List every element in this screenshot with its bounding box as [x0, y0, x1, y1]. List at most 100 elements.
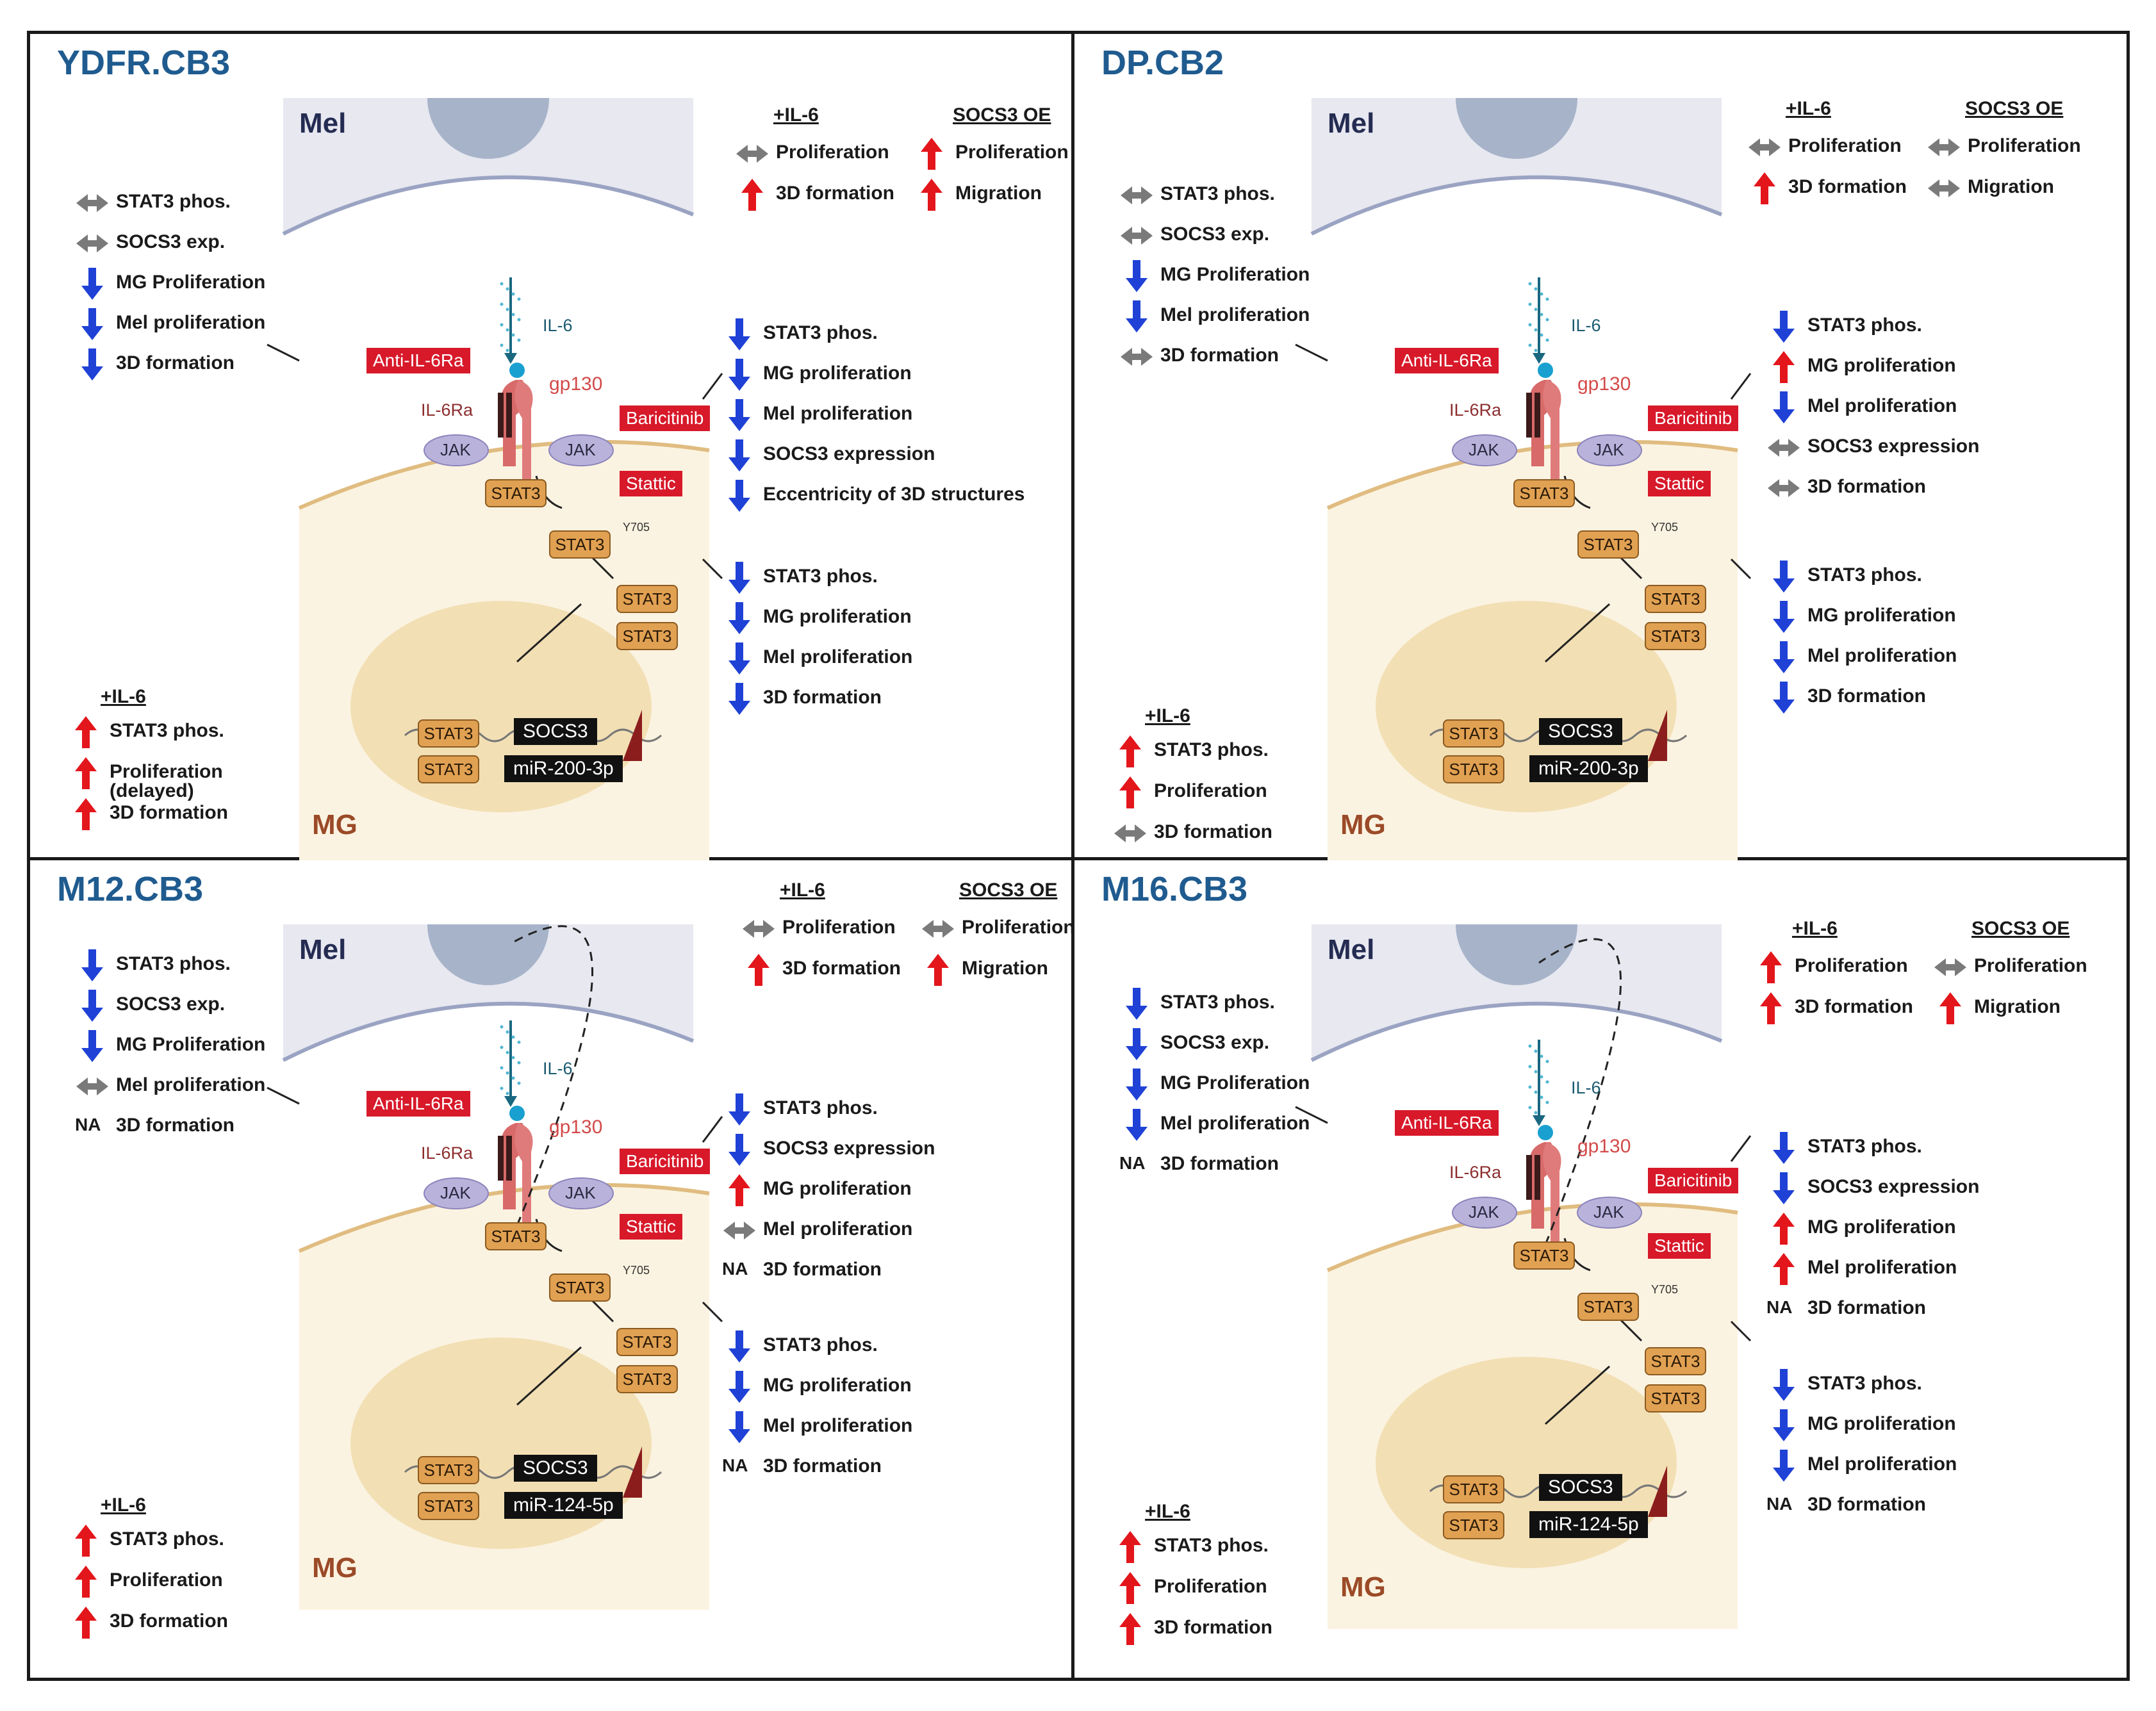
up-arrow-icon — [1773, 1213, 1795, 1245]
il6-dot — [506, 1030, 509, 1034]
il6-arrowhead — [504, 353, 517, 364]
effect-label: Proliferation — [1154, 1576, 1267, 1597]
down-arrow-icon — [1773, 391, 1795, 423]
melanocyte-membrane — [282, 175, 695, 236]
il6-header: +IL-6 — [773, 104, 819, 126]
double-arrow-icon — [1928, 138, 1960, 156]
il6-dot — [517, 318, 521, 322]
effect-label: MG proliferation — [763, 1178, 912, 1199]
stat3-box: STAT3 — [616, 1365, 678, 1393]
stat3-box: STAT3 — [1577, 1293, 1639, 1321]
effect-label: Mel proliferation — [1807, 1453, 1957, 1475]
down-arrow-icon — [728, 399, 750, 431]
il6-dot — [500, 1086, 504, 1090]
down-arrow-icon — [1126, 1028, 1148, 1060]
il6-dot — [506, 1092, 509, 1095]
melanocyte-cell — [1312, 924, 1722, 1059]
up-arrow-icon — [1119, 735, 1141, 767]
melanocyte-membrane — [1310, 1001, 1723, 1062]
melanocyte-nucleus — [427, 98, 549, 159]
effect-label: Proliferation — [782, 917, 896, 938]
il6-dot — [1545, 1080, 1549, 1084]
mir-label: miR-200-3p — [504, 755, 623, 782]
up-arrow-icon — [1119, 1531, 1141, 1563]
effect-label: MG proliferation — [1807, 355, 1956, 376]
bari-callout — [1730, 1135, 1752, 1162]
socs3-gene-label: SOCS3 — [514, 1455, 597, 1482]
il6-dot — [1528, 302, 1532, 306]
effect-label: 3D formation — [1795, 996, 1914, 1017]
mg-label: MG — [312, 1552, 358, 1584]
effect-label: STAT3 phos. — [763, 322, 878, 343]
effect-label: 3D formation — [116, 1115, 235, 1136]
melanocyte-nucleus — [1456, 924, 1577, 985]
il6-dot — [506, 1051, 509, 1054]
double-arrow-icon — [1928, 179, 1960, 197]
stat3-box: STAT3 — [418, 1492, 479, 1520]
effect-label: STAT3 phos. — [763, 1334, 878, 1355]
baricitinib-label: Baricitinib — [620, 405, 711, 431]
il6-arrowhead — [504, 1096, 517, 1107]
expression-triangle — [623, 710, 642, 761]
effect-label: STAT3 phos. — [1160, 183, 1275, 204]
pathway-diagram — [1295, 924, 1752, 1629]
effect-label: STAT3 phos. — [110, 1528, 224, 1550]
double-arrow-icon — [76, 1077, 108, 1095]
double-arrow-icon — [1121, 227, 1153, 245]
down-arrow-icon — [728, 1093, 750, 1126]
il6-dot — [1528, 1106, 1532, 1109]
double-arrow-icon — [1121, 348, 1153, 366]
stattic-callout — [702, 1301, 723, 1323]
effect-label: 3D formation — [1807, 1494, 1927, 1515]
up-arrow-icon — [1773, 351, 1795, 383]
il6-arrowhead — [1533, 353, 1545, 364]
il6-dot — [500, 1066, 504, 1070]
down-arrow-icon — [728, 1371, 750, 1403]
stattic-callout — [1730, 1320, 1752, 1342]
il6ra-label: IL-6Ra — [1449, 400, 1502, 420]
il6-dot — [1545, 338, 1549, 342]
effect-label: 3D formation — [1154, 1617, 1273, 1638]
up-arrow-icon — [75, 798, 97, 830]
down-arrow-icon — [1773, 641, 1795, 673]
jak-right — [548, 434, 614, 466]
stat3-box: STAT3 — [549, 1273, 611, 1302]
il6-dot — [1540, 1075, 1543, 1079]
down-arrow-icon — [81, 308, 103, 340]
up-arrow-icon — [741, 179, 763, 211]
double-arrow-icon — [922, 920, 954, 938]
stat3-box: STAT3 — [1645, 1384, 1706, 1412]
stat3-box: STAT3 — [1443, 755, 1504, 783]
il6-ligand — [509, 363, 525, 378]
effect-label: Proliferation — [110, 1569, 223, 1591]
up-arrow-icon — [1760, 992, 1782, 1024]
effect-label: Mel proliferation — [763, 403, 913, 424]
anti-il6ra-label: Anti-IL-6Ra — [366, 1091, 470, 1117]
up-arrow-icon — [1939, 992, 1961, 1024]
jak-left — [1452, 434, 1517, 466]
double-arrow-icon — [1121, 186, 1153, 204]
down-arrow-icon — [1126, 300, 1148, 332]
down-arrow-icon — [1773, 1369, 1795, 1401]
il6-label: IL-6 — [1571, 1078, 1601, 1097]
il6-dot — [506, 348, 509, 352]
il6ra-bar-b — [506, 393, 512, 438]
il6-dot — [1545, 297, 1549, 301]
double-arrow-icon — [1749, 138, 1781, 156]
gp130-receptor-b — [514, 1123, 533, 1222]
effect-label: MG proliferation — [763, 606, 912, 627]
effect-label: 3D formation — [1160, 345, 1280, 366]
up-arrow-icon — [75, 1566, 97, 1598]
stat3-box: STAT3 — [485, 1222, 547, 1250]
panel-title: M12.CB3 — [57, 870, 204, 908]
double-arrow-icon — [743, 920, 775, 938]
il6-header: +IL-6 — [780, 880, 825, 901]
feedback-arrow — [1538, 938, 1622, 1245]
effect-label: STAT3 phos. — [116, 191, 231, 212]
up-arrow-icon — [1754, 172, 1775, 204]
effect-label: Mel proliferation — [1160, 1113, 1310, 1134]
il6-dot — [1545, 318, 1549, 322]
il6-dot — [517, 1040, 521, 1044]
effect-label: STAT3 phos. — [1807, 1373, 1922, 1394]
gp130-receptor-b — [1543, 1142, 1561, 1241]
